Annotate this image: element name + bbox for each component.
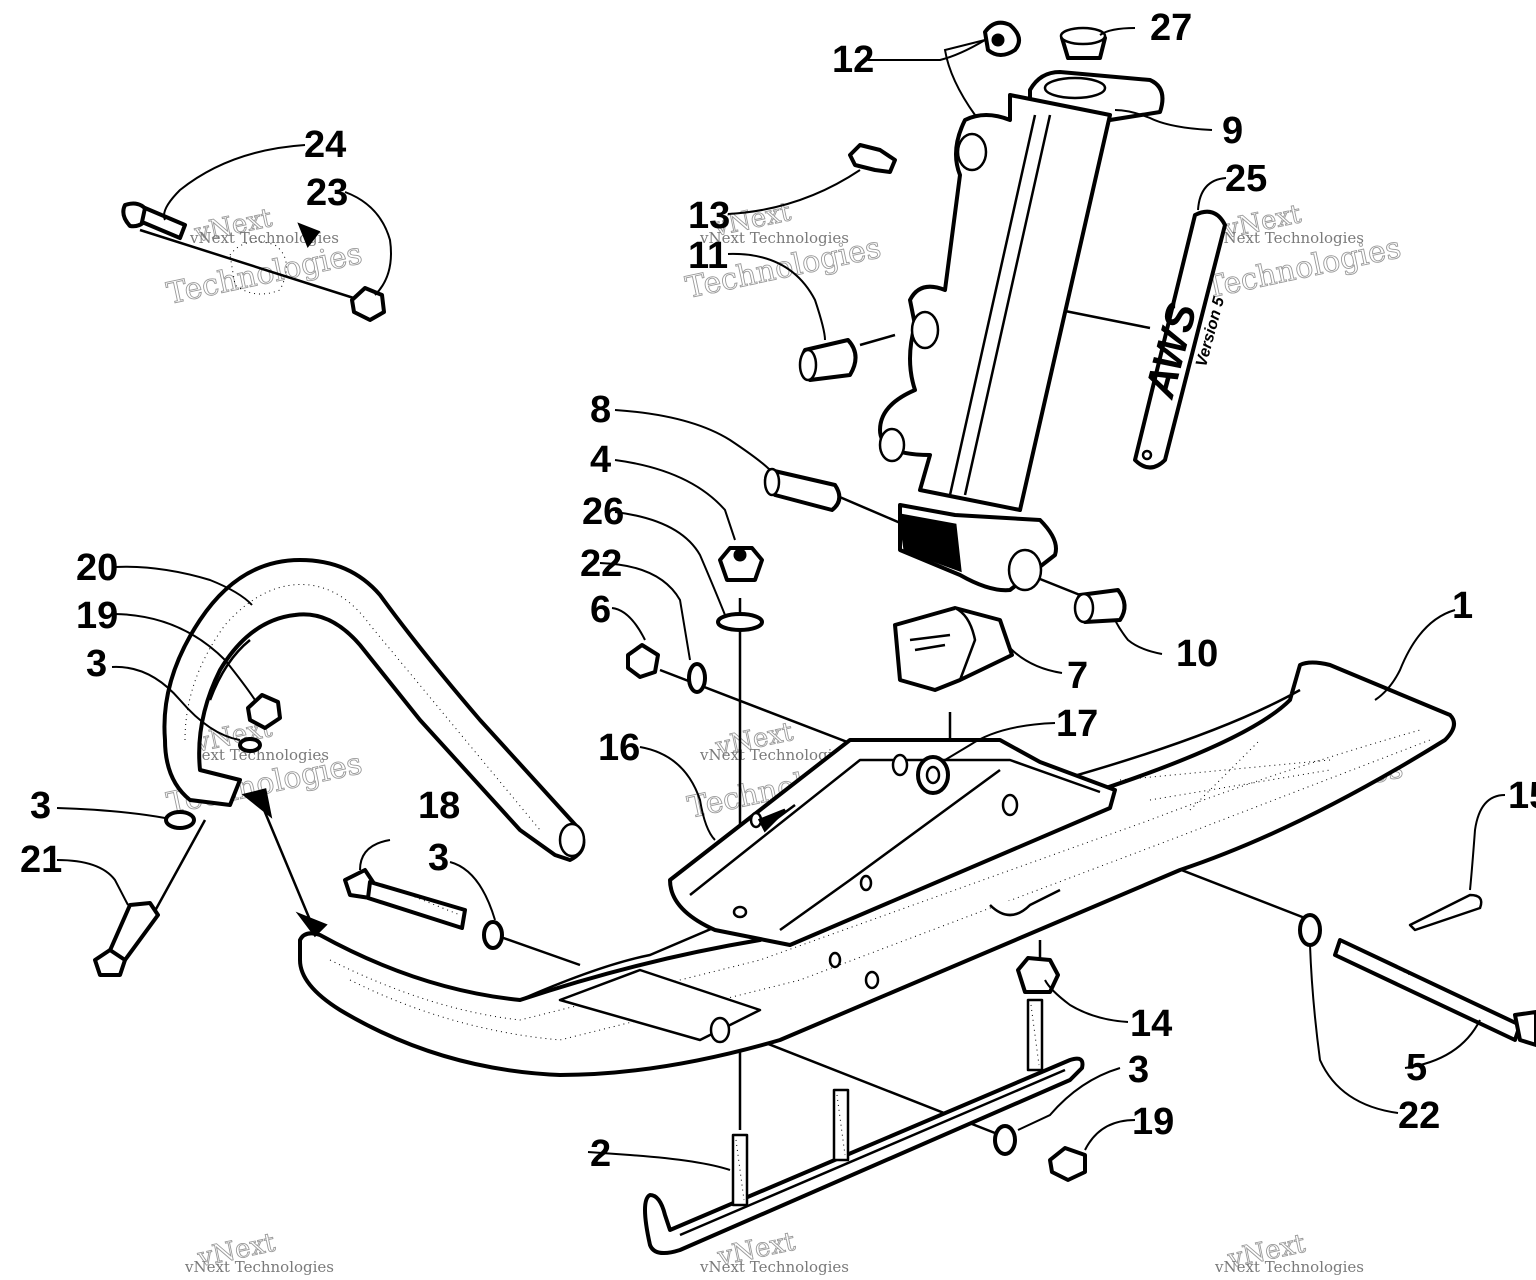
- part-number-label: 19: [76, 595, 118, 637]
- wear-bar: [643, 998, 1085, 1256]
- saddle-bracket: [668, 738, 1117, 947]
- part-number-label: 21: [20, 839, 62, 881]
- part-number-label: 12: [832, 39, 874, 81]
- part-number-label: 25: [1225, 158, 1267, 200]
- ski-handle-loop: [162, 558, 586, 862]
- watermark-line: vNext Technologies: [1214, 1258, 1364, 1276]
- part-number-label: 23: [306, 172, 348, 214]
- part-number-label: 15: [1508, 775, 1536, 817]
- part-number-label: 6: [590, 589, 611, 631]
- watermark-line: vNext Technologies: [179, 746, 329, 764]
- part-number-label: 11: [688, 235, 728, 277]
- part-labels: 1 2 3 3 3 3 4 5 6 7 8 9 10 11 12 13 14 1…: [20, 7, 1536, 1175]
- part-number-label: 1: [1452, 585, 1473, 627]
- watermark-line: vNext Technologies: [189, 229, 339, 247]
- part-number-label: 5: [1406, 1047, 1427, 1089]
- part-number-label: 19: [1132, 1101, 1174, 1143]
- part-number-label: 27: [1150, 7, 1192, 49]
- watermark-line: vNext Technologies: [184, 1258, 334, 1276]
- part-number-label: 22: [1398, 1095, 1440, 1137]
- part-number-label: 9: [1222, 110, 1243, 152]
- watermark-line: vNext Technologies: [699, 1258, 849, 1276]
- part-number-label: 18: [418, 785, 460, 827]
- part-number-label: 16: [598, 727, 640, 769]
- watermark-line: vNext Technologies: [1214, 229, 1364, 247]
- watermark-line: vNext Technologies: [699, 229, 849, 247]
- hardware: [93, 20, 1536, 1182]
- part-number-label: 8: [590, 389, 611, 431]
- decal-brand-text: AWS: [1135, 298, 1205, 404]
- part-number-label: 3: [86, 643, 107, 685]
- leader-lines: [56, 27, 1506, 1171]
- spindle: [878, 70, 1165, 593]
- part-number-label: 3: [428, 837, 449, 879]
- part-number-label: 13: [688, 195, 730, 237]
- part-number-label: 17: [1056, 703, 1098, 745]
- part-number-label: 10: [1176, 633, 1218, 675]
- part-number-label: 14: [1130, 1003, 1172, 1045]
- part-number-label: 7: [1067, 655, 1088, 697]
- watermark-line: vNext Technologies: [699, 746, 849, 764]
- part-number-label: 24: [304, 124, 346, 166]
- aws-decal: AWS Version 5: [1133, 209, 1228, 470]
- part-number-label: 4: [590, 439, 611, 481]
- part-number-label: 2: [590, 1133, 611, 1175]
- part-number-label: 3: [30, 785, 51, 827]
- part-number-label: 3: [1128, 1049, 1149, 1091]
- part-number-label: 22: [580, 543, 622, 585]
- part-number-label: 20: [76, 547, 118, 589]
- part-number-label: 26: [582, 491, 624, 533]
